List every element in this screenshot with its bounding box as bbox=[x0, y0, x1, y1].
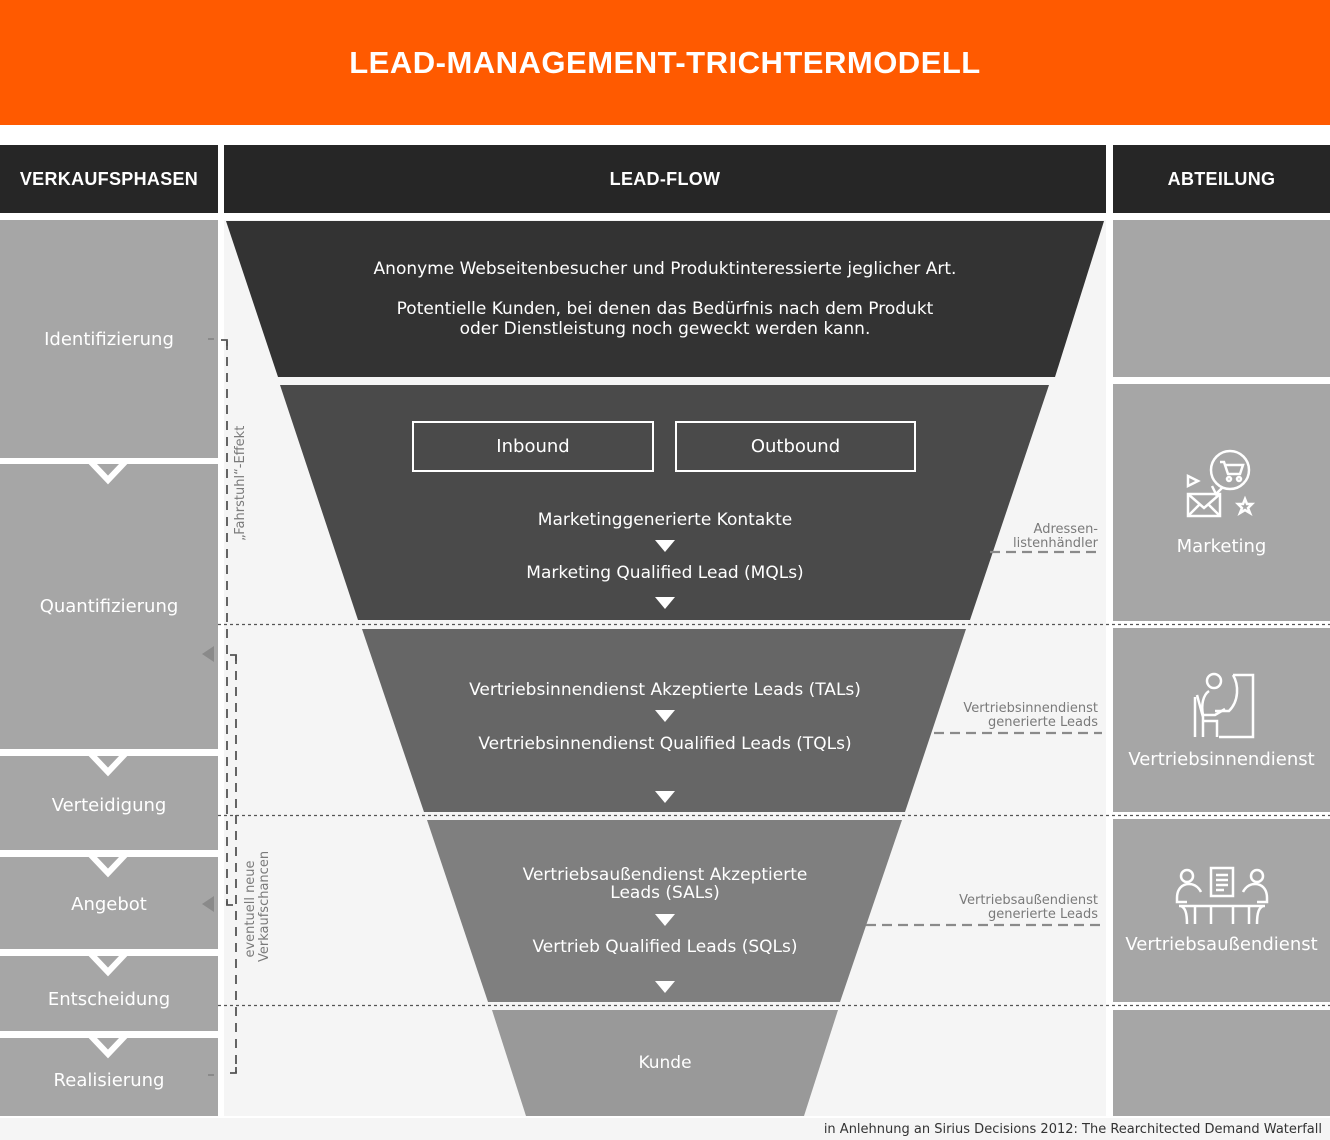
meeting-table-icon bbox=[1175, 866, 1268, 925]
phase-chevrons bbox=[0, 338, 218, 1076]
note-line: generierte Leads bbox=[987, 907, 1098, 922]
down-arrow-icon bbox=[655, 914, 675, 926]
stage2-item1: Marketinggenerierte Kontakte bbox=[537, 510, 793, 530]
note-line: Vertriebsinnendienst bbox=[963, 701, 1098, 716]
stage4-item2: Vertrieb Qualified Leads (SQLs) bbox=[532, 937, 798, 957]
label-line: Verkaufschancen bbox=[257, 850, 272, 962]
desk-worker-icon bbox=[1193, 672, 1254, 738]
down-arrow-icon bbox=[655, 791, 675, 803]
column-header-verkaufsphasen: VERKAUFSPHASEN bbox=[0, 145, 218, 213]
page-title: LEAD-MANAGEMENT-TRICHTERMODELL bbox=[349, 44, 981, 80]
footer-bar bbox=[0, 1118, 1330, 1140]
funnel-stage-5 bbox=[492, 1010, 838, 1116]
stage5-item1: Kunde bbox=[638, 1053, 692, 1073]
stage3-item1: Vertriebsinnendienst Akzeptierte Leads (… bbox=[469, 680, 861, 700]
note-aussendienst-leads: Vertriebsaußendienst generierte Leads bbox=[940, 894, 1098, 922]
department-bottom-empty bbox=[1113, 1010, 1330, 1116]
funnel-stage-1 bbox=[226, 221, 1104, 377]
phase-label: Angebot bbox=[71, 893, 147, 915]
stage3-item2: Vertriebsinnendienst Qualified Leads (TQ… bbox=[478, 734, 852, 754]
stage2-item2: Marketing Qualified Lead (MQLs) bbox=[526, 563, 804, 583]
down-arrow-icon bbox=[655, 597, 675, 609]
stage4-item1b: Leads (SALs) bbox=[610, 883, 720, 903]
department-label: Vertriebsaußendienst bbox=[1125, 934, 1318, 955]
source-citation: in Anlehnung an Sirius Decisions 2012: T… bbox=[823, 1122, 1322, 1137]
note-line: generierte Leads bbox=[987, 715, 1098, 730]
note-line: Vertriebsaußendienst bbox=[959, 893, 1098, 908]
department-label: Marketing bbox=[1176, 536, 1267, 557]
column-header-lead-flow: LEAD-FLOW bbox=[224, 145, 1106, 213]
department-top-empty bbox=[1113, 220, 1330, 377]
fahrstuhl-effekt-label: „Fahrstuhl“-Effekt bbox=[233, 425, 248, 541]
funnel-stage-2 bbox=[280, 385, 1049, 620]
note-line: listenhändler bbox=[1013, 536, 1098, 551]
down-arrow-icon bbox=[655, 981, 675, 993]
phase-label: Realisierung bbox=[53, 1069, 165, 1091]
stage1-line3: oder Dienstleistung noch geweckt werden … bbox=[459, 319, 871, 339]
down-arrow-icon bbox=[655, 710, 675, 722]
department-label: Vertriebsinnendienst bbox=[1128, 748, 1315, 770]
phase-label: Identifizierung bbox=[44, 328, 174, 350]
phase-identifizierung: Identifizierung bbox=[0, 220, 218, 458]
phase-label: Verteidigung bbox=[51, 794, 167, 816]
note-line: Adressen- bbox=[1033, 522, 1098, 537]
outbound-box: Outbound bbox=[675, 421, 916, 472]
neue-verkaufschancen-label: eventuell neue Verkaufschancen bbox=[243, 850, 272, 962]
phase-quantifizierung: Quantifizierung bbox=[0, 464, 218, 749]
marketing-cart-mail-icon bbox=[1186, 449, 1255, 518]
stage1-line1: Anonyme Webseitenbesucher und Produktint… bbox=[373, 259, 957, 279]
phase-label: Quantifizierung bbox=[39, 596, 179, 617]
column-header-abteilung: ABTEILUNG bbox=[1113, 145, 1330, 213]
department-marketing: Marketing bbox=[1113, 384, 1330, 621]
title-banner: LEAD-MANAGEMENT-TRICHTERMODELL bbox=[0, 0, 1330, 125]
stage4-item1a: Vertriebsaußendienst Akzeptierte bbox=[522, 865, 808, 885]
label-line: eventuell neue bbox=[243, 860, 258, 958]
department-vertriebsaussendienst: Vertriebsaußendienst bbox=[1113, 819, 1330, 1002]
funnel-stage-4 bbox=[427, 820, 902, 1002]
inbound-box: Inbound bbox=[412, 421, 654, 472]
phase-label: Entscheidung bbox=[47, 989, 171, 1010]
down-arrow-icon bbox=[655, 540, 675, 552]
note-innendienst-leads: Vertriebsinnendienst generierte Leads bbox=[940, 702, 1098, 730]
stage1-line2: Potentielle Kunden, bei denen das Bedürf… bbox=[396, 299, 934, 319]
note-adressenlistenhaendler: Adressen- listenhändler bbox=[980, 523, 1098, 551]
department-vertriebsinnendienst: Vertriebsinnendienst bbox=[1113, 628, 1330, 812]
